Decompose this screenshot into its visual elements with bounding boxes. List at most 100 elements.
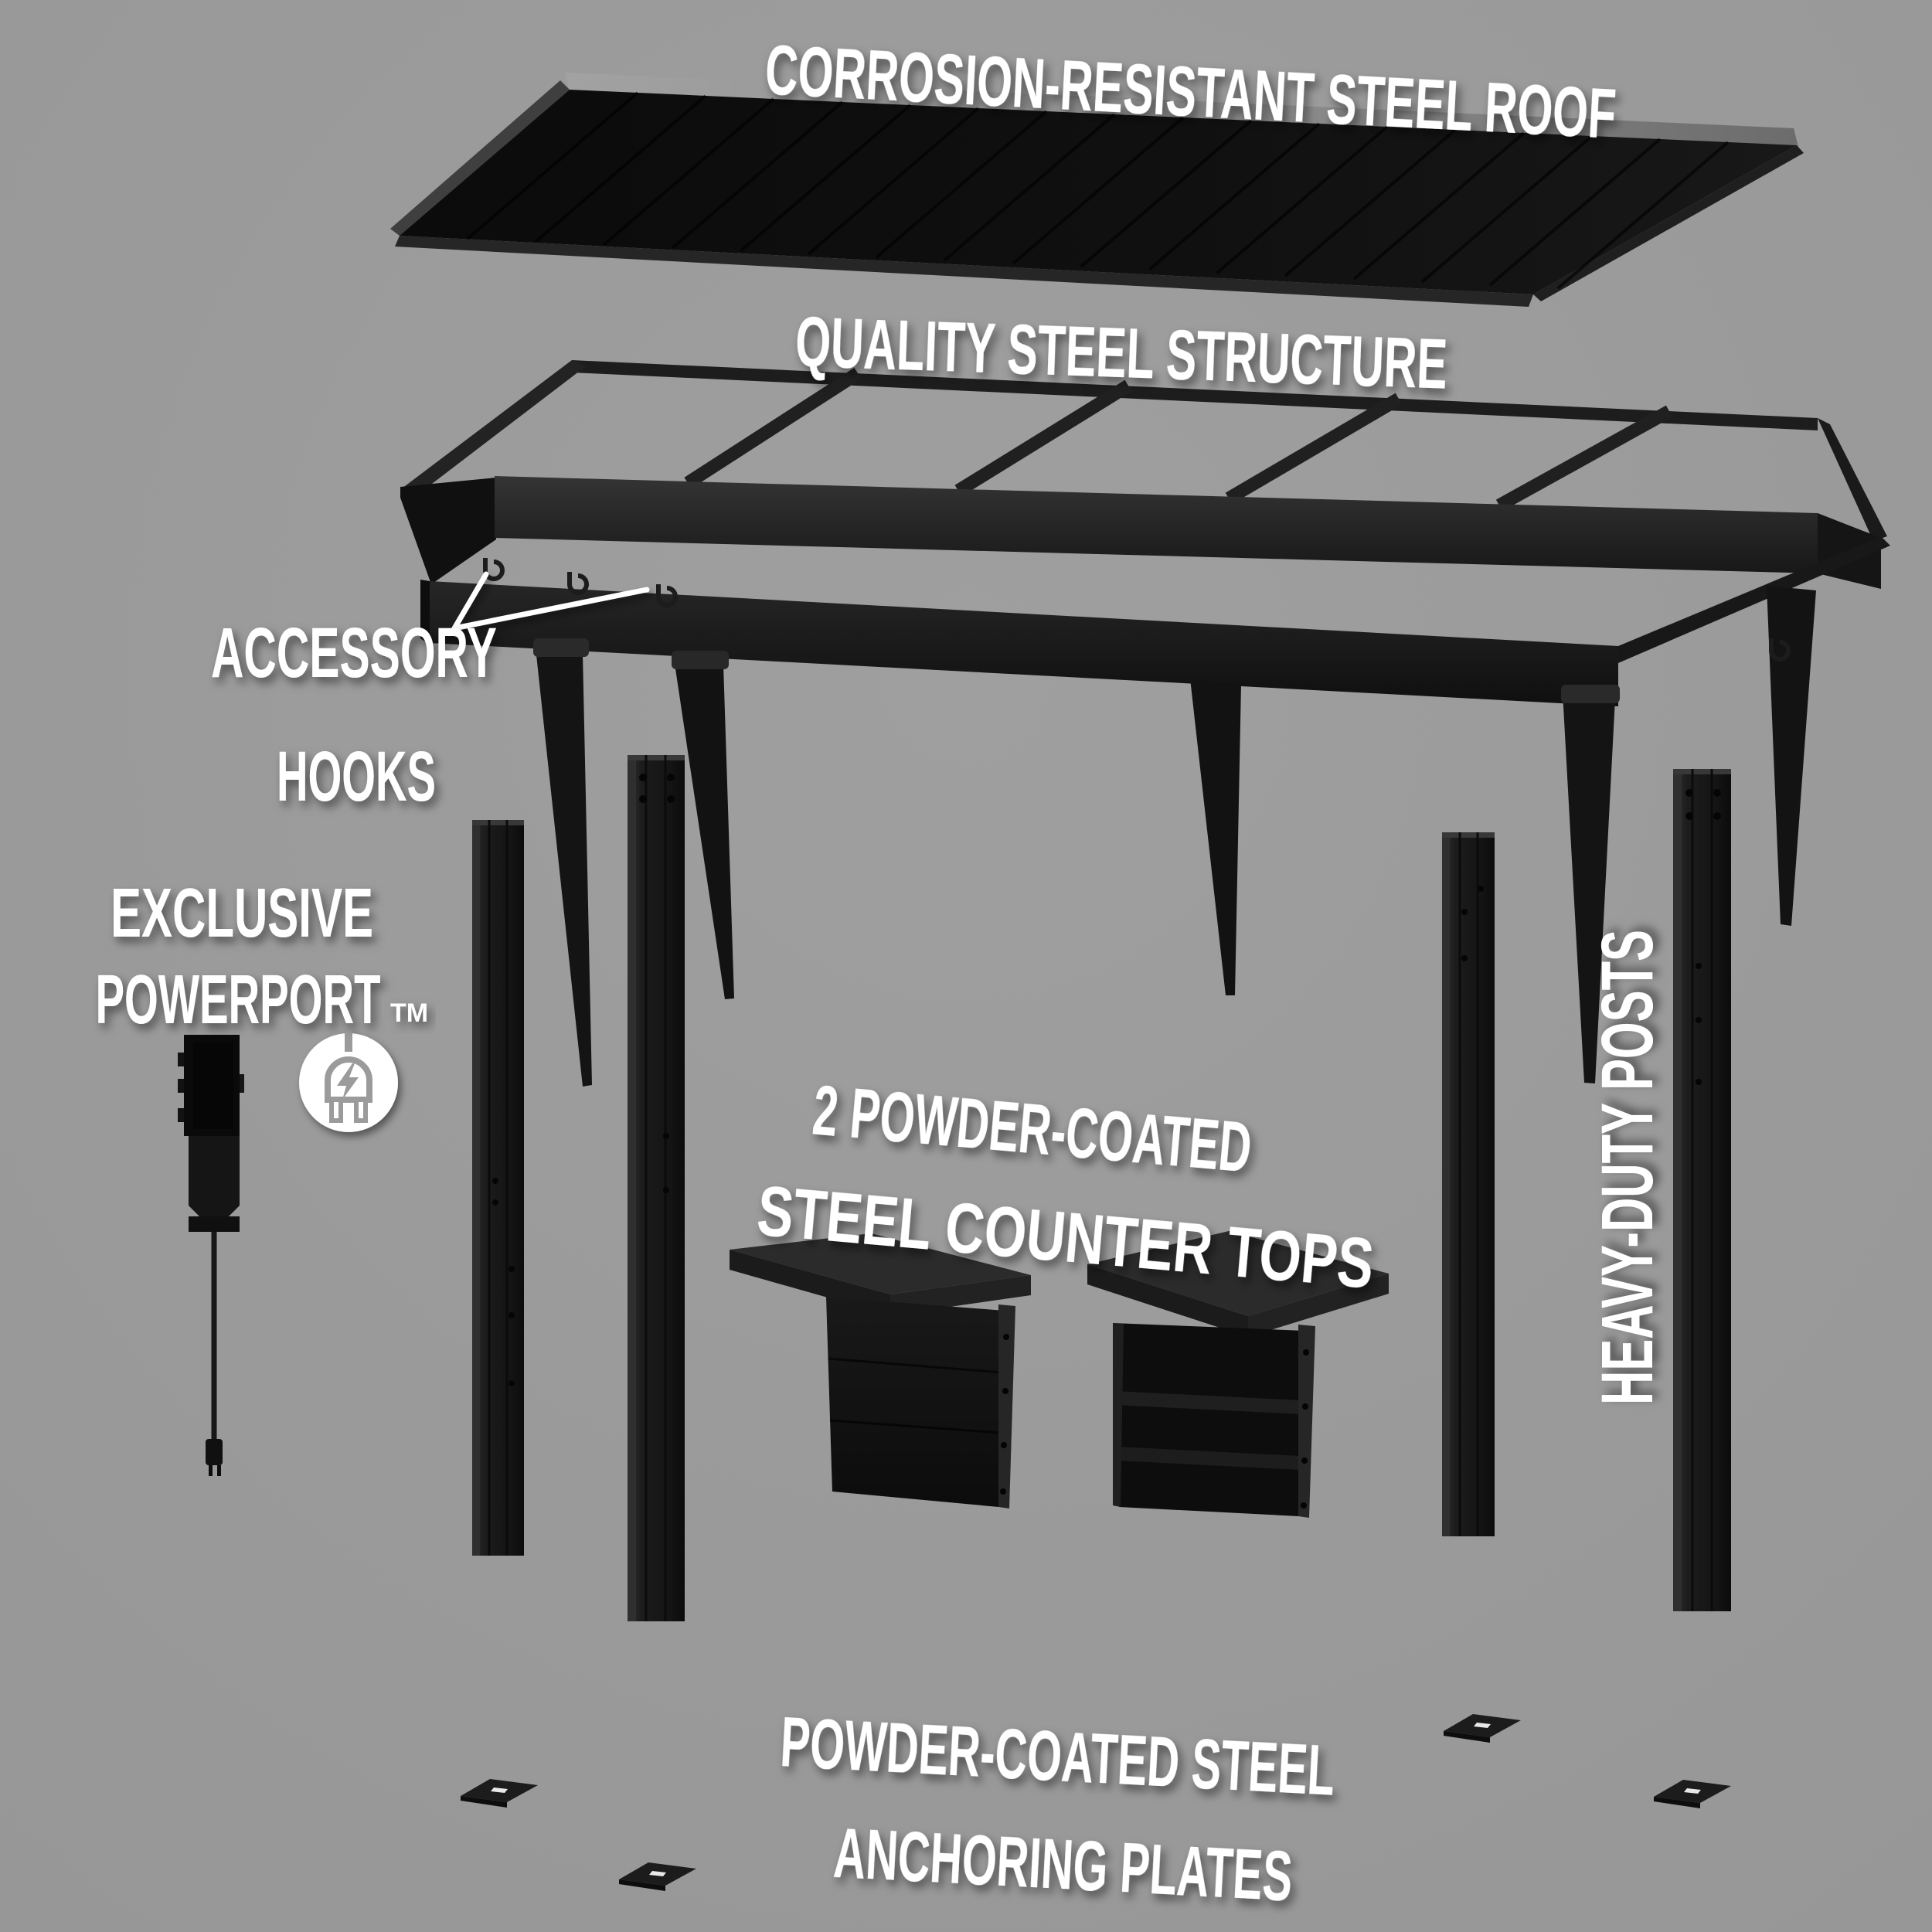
anchor-plate-3 [1444, 1714, 1521, 1743]
powerport-device [178, 1035, 244, 1476]
roof-right-edge [1533, 145, 1804, 301]
frame-brace-plate-2 [672, 651, 729, 669]
icon-plug-prong-right [354, 1097, 368, 1123]
counter-right-surface [1087, 1231, 1389, 1316]
frame-left-corner [400, 478, 496, 584]
anchor-plate-1 [461, 1779, 538, 1808]
frame-main-beam [495, 476, 1818, 573]
powerport-face [193, 1043, 233, 1129]
frame-brace-5 [1767, 586, 1816, 926]
frame-brace-4 [1563, 692, 1615, 1083]
counter-right-interior [1113, 1323, 1304, 1516]
powerport-bracket [189, 1136, 240, 1216]
frame-brace-1 [536, 648, 592, 1087]
icon-lightning-bolt [337, 1063, 359, 1100]
anchor-plate-2-edge [619, 1879, 665, 1891]
frame-front-fascia [430, 581, 1618, 706]
heavy-duty-post-1 [472, 820, 524, 1556]
frame-brace-plate-4 [1561, 685, 1620, 703]
post-4-highlight [1673, 769, 1682, 1611]
icon-cord-notch [345, 1030, 352, 1052]
post-4-holes [1685, 789, 1721, 1085]
counter-left-surface [730, 1233, 1031, 1294]
post-3-facets [1458, 832, 1479, 1536]
post-4-top [1673, 769, 1731, 774]
post-3-holes [1461, 886, 1484, 961]
anchor-plate-4-slot [1684, 1788, 1701, 1794]
powerport-knob-1 [178, 1053, 185, 1066]
powerport-plug-prong-2 [217, 1465, 221, 1476]
post-3-top [1442, 832, 1495, 838]
steel-roof [390, 73, 1804, 307]
frame-brace-2 [674, 658, 734, 999]
post-2-top [628, 755, 685, 760]
frame-right-rail [1818, 418, 1887, 541]
counter-right-shelf-2 [1117, 1447, 1300, 1470]
powerport-knob-2 [178, 1079, 185, 1093]
label-powerport-line1: EXCLUSIVE [111, 875, 373, 952]
counter-right-edge-side [1248, 1274, 1389, 1337]
anchor-plate-1-edge [461, 1796, 507, 1808]
anchor-plate-2-slot [649, 1871, 666, 1876]
counter-left-seams [828, 1357, 1002, 1434]
label-powerport-trademark: TM [390, 998, 428, 1028]
frame-back-rail [572, 360, 1818, 430]
label-accessory-line1: ACCESSORY [211, 614, 497, 692]
roof-left-edge [390, 80, 570, 236]
powerport-latch [238, 1074, 244, 1093]
counter-left-rail [998, 1304, 1015, 1509]
hook-2 [567, 572, 589, 595]
post-1-top [472, 820, 524, 825]
steel-frame-structure [400, 360, 1890, 1087]
anchor-plate-2 [619, 1862, 696, 1891]
counter-right-rail [1298, 1325, 1315, 1518]
powerport-knob-3 [178, 1108, 185, 1122]
heavy-duty-post-4 [1673, 769, 1731, 1611]
counter-right-holes [1301, 1349, 1309, 1509]
post-1-highlight [472, 820, 480, 1556]
heavy-duty-post-3 [1442, 832, 1495, 1536]
post-2-holes [639, 774, 675, 1193]
post-4-facets [1691, 769, 1713, 1611]
icon-plug-prong-left [329, 1097, 343, 1123]
label-posts: HEAVY-DUTY POSTS [1587, 930, 1668, 1405]
accessory-hooks [483, 558, 1791, 662]
label-accessory-line2: HOOKS [277, 737, 436, 816]
frame-brace-plate-1 [533, 638, 589, 657]
roof-trim-edge [565, 73, 1798, 147]
frame-brace-3 [1190, 679, 1241, 995]
frame-rafters [684, 367, 1673, 512]
anchor-plate-3-slot [1474, 1723, 1491, 1728]
post-2-highlight [628, 755, 636, 1621]
counter-right-shelf-1 [1115, 1391, 1301, 1414]
counter-left-holes [1000, 1334, 1009, 1495]
roof-rib-seams [466, 91, 1730, 290]
post-1-holes [492, 1178, 515, 1386]
roof-bottom-edge [395, 236, 1533, 307]
powerport-plug-icon [299, 1030, 398, 1132]
label-powerport-line2: POWERPORT [96, 961, 381, 1039]
counter-left-panel [826, 1297, 1005, 1507]
hook-4 [1769, 638, 1791, 662]
frame-right-lower-rail [1618, 536, 1890, 663]
pointer-lines [451, 571, 650, 631]
counter-top-right [1087, 1231, 1389, 1518]
post-1-facets [488, 820, 509, 1556]
powerport-plug-body [206, 1439, 223, 1465]
anchor-plate-4-edge [1654, 1797, 1700, 1808]
anchor-plate-3-edge [1444, 1731, 1490, 1743]
anchor-plate-4 [1654, 1780, 1731, 1808]
counter-right-left-strip [1113, 1323, 1124, 1507]
frame-left-rail [402, 360, 586, 496]
counter-top-left [730, 1233, 1031, 1509]
powerport-bracket-lip [189, 1216, 240, 1232]
post-3-highlight [1442, 832, 1450, 1536]
frame-fascia-left-cap [420, 580, 430, 645]
heavy-duty-post-2 [628, 755, 685, 1621]
counter-right-edge-front [1087, 1264, 1248, 1337]
powerport-plug-prong-1 [209, 1465, 213, 1476]
anchor-plate-1-slot [491, 1787, 508, 1793]
